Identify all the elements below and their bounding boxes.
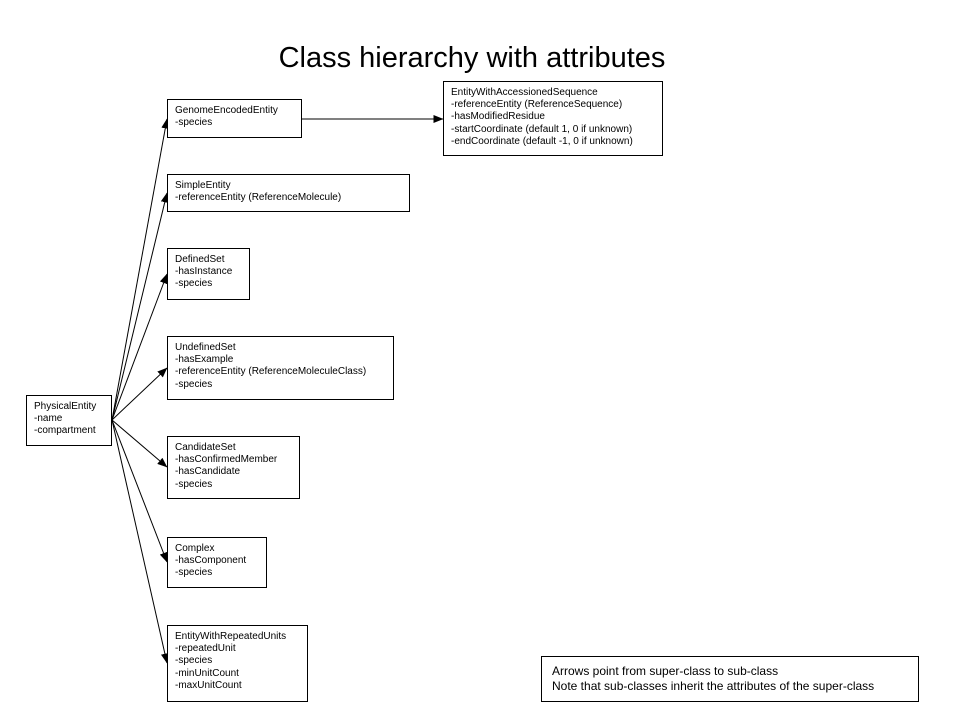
class-name: UndefinedSet [175, 342, 236, 353]
class-box-simple-entity[interactable]: SimpleEntity -referenceEntity (Reference… [167, 174, 410, 212]
class-name: EntityWithRepeatedUnits [175, 631, 287, 642]
class-attribute: -hasExample [175, 354, 234, 366]
class-attribute: -species [175, 478, 213, 490]
class-name: DefinedSet [175, 254, 225, 265]
class-name: EntityWithAccessionedSequence [451, 87, 598, 98]
class-attribute: -hasConfirmedMember [175, 454, 278, 466]
class-box-defined-set[interactable]: DefinedSet -hasInstance -species [167, 248, 250, 300]
class-box-undefined-set[interactable]: UndefinedSet -hasExample -referenceEntit… [167, 336, 394, 400]
class-attribute: -species [175, 567, 213, 579]
class-attribute: -minUnitCount [175, 667, 239, 679]
class-attribute: -referenceEntity (ReferenceMolecule) [175, 192, 342, 204]
class-attribute: -compartment [34, 425, 96, 437]
arrow-physical-entity-to-entity-with-repeated-units [111, 419, 169, 664]
class-name: CandidateSet [175, 442, 236, 453]
arrow-physical-entity-to-complex [111, 419, 168, 563]
class-box-complex[interactable]: Complex -hasComponent -species [167, 537, 267, 588]
class-attribute: -hasModifiedResidue [451, 111, 545, 123]
class-attribute: -repeatedUnit [175, 643, 236, 655]
class-attribute: -referenceEntity (ReferenceMoleculeClass… [175, 366, 367, 378]
class-attribute: -hasComponent [175, 555, 247, 567]
class-name: Complex [175, 543, 215, 554]
class-attribute: -endCoordinate (default -1, 0 if unknown… [451, 135, 633, 147]
arrow-physical-entity-to-undefined-set [111, 367, 168, 421]
legend-note: Arrows point from super-class to sub-cla… [541, 656, 919, 702]
arrow-physical-entity-to-simple-entity [111, 192, 169, 421]
class-box-candidate-set[interactable]: CandidateSet -hasConfirmedMember -hasCan… [167, 436, 300, 499]
class-attribute: -startCoordinate (default 1, 0 if unknow… [451, 123, 633, 135]
class-box-genome-encoded-entity[interactable]: GenomeEncodedEntity -species [167, 99, 302, 138]
class-attribute: -species [175, 378, 213, 390]
class-attribute: -referenceEntity (ReferenceSequence) [451, 99, 623, 111]
class-attribute: -species [175, 655, 213, 667]
class-attribute: -name [34, 413, 63, 425]
legend-note-line: Note that sub-classes inherit the attrib… [552, 678, 875, 693]
class-box-entity-with-repeated-units[interactable]: EntityWithRepeatedUnits -repeatedUnit -s… [167, 625, 308, 702]
class-attribute: -species [175, 278, 213, 290]
class-attribute: -maxUnitCount [175, 679, 242, 691]
class-attribute: -hasInstance [175, 266, 233, 278]
arrow-physical-entity-to-candidate-set [111, 419, 168, 468]
class-name: GenomeEncodedEntity [175, 105, 278, 116]
arrow-physical-entity-to-genome-encoded-entity [111, 118, 170, 421]
arrow-physical-entity-to-defined-set [111, 273, 168, 421]
class-attribute: -hasCandidate [175, 466, 241, 478]
class-box-physical-entity[interactable]: PhysicalEntity -name -compartment [26, 395, 112, 446]
class-attribute: -species [175, 117, 213, 129]
class-name: SimpleEntity [175, 180, 231, 191]
class-box-entity-with-accessioned-sequence[interactable]: EntityWithAccessionedSequence -reference… [443, 81, 663, 156]
legend-note-line: Arrows point from super-class to sub-cla… [552, 664, 779, 678]
diagram-title: Class hierarchy with attributes [278, 42, 666, 74]
class-name: PhysicalEntity [34, 401, 97, 412]
